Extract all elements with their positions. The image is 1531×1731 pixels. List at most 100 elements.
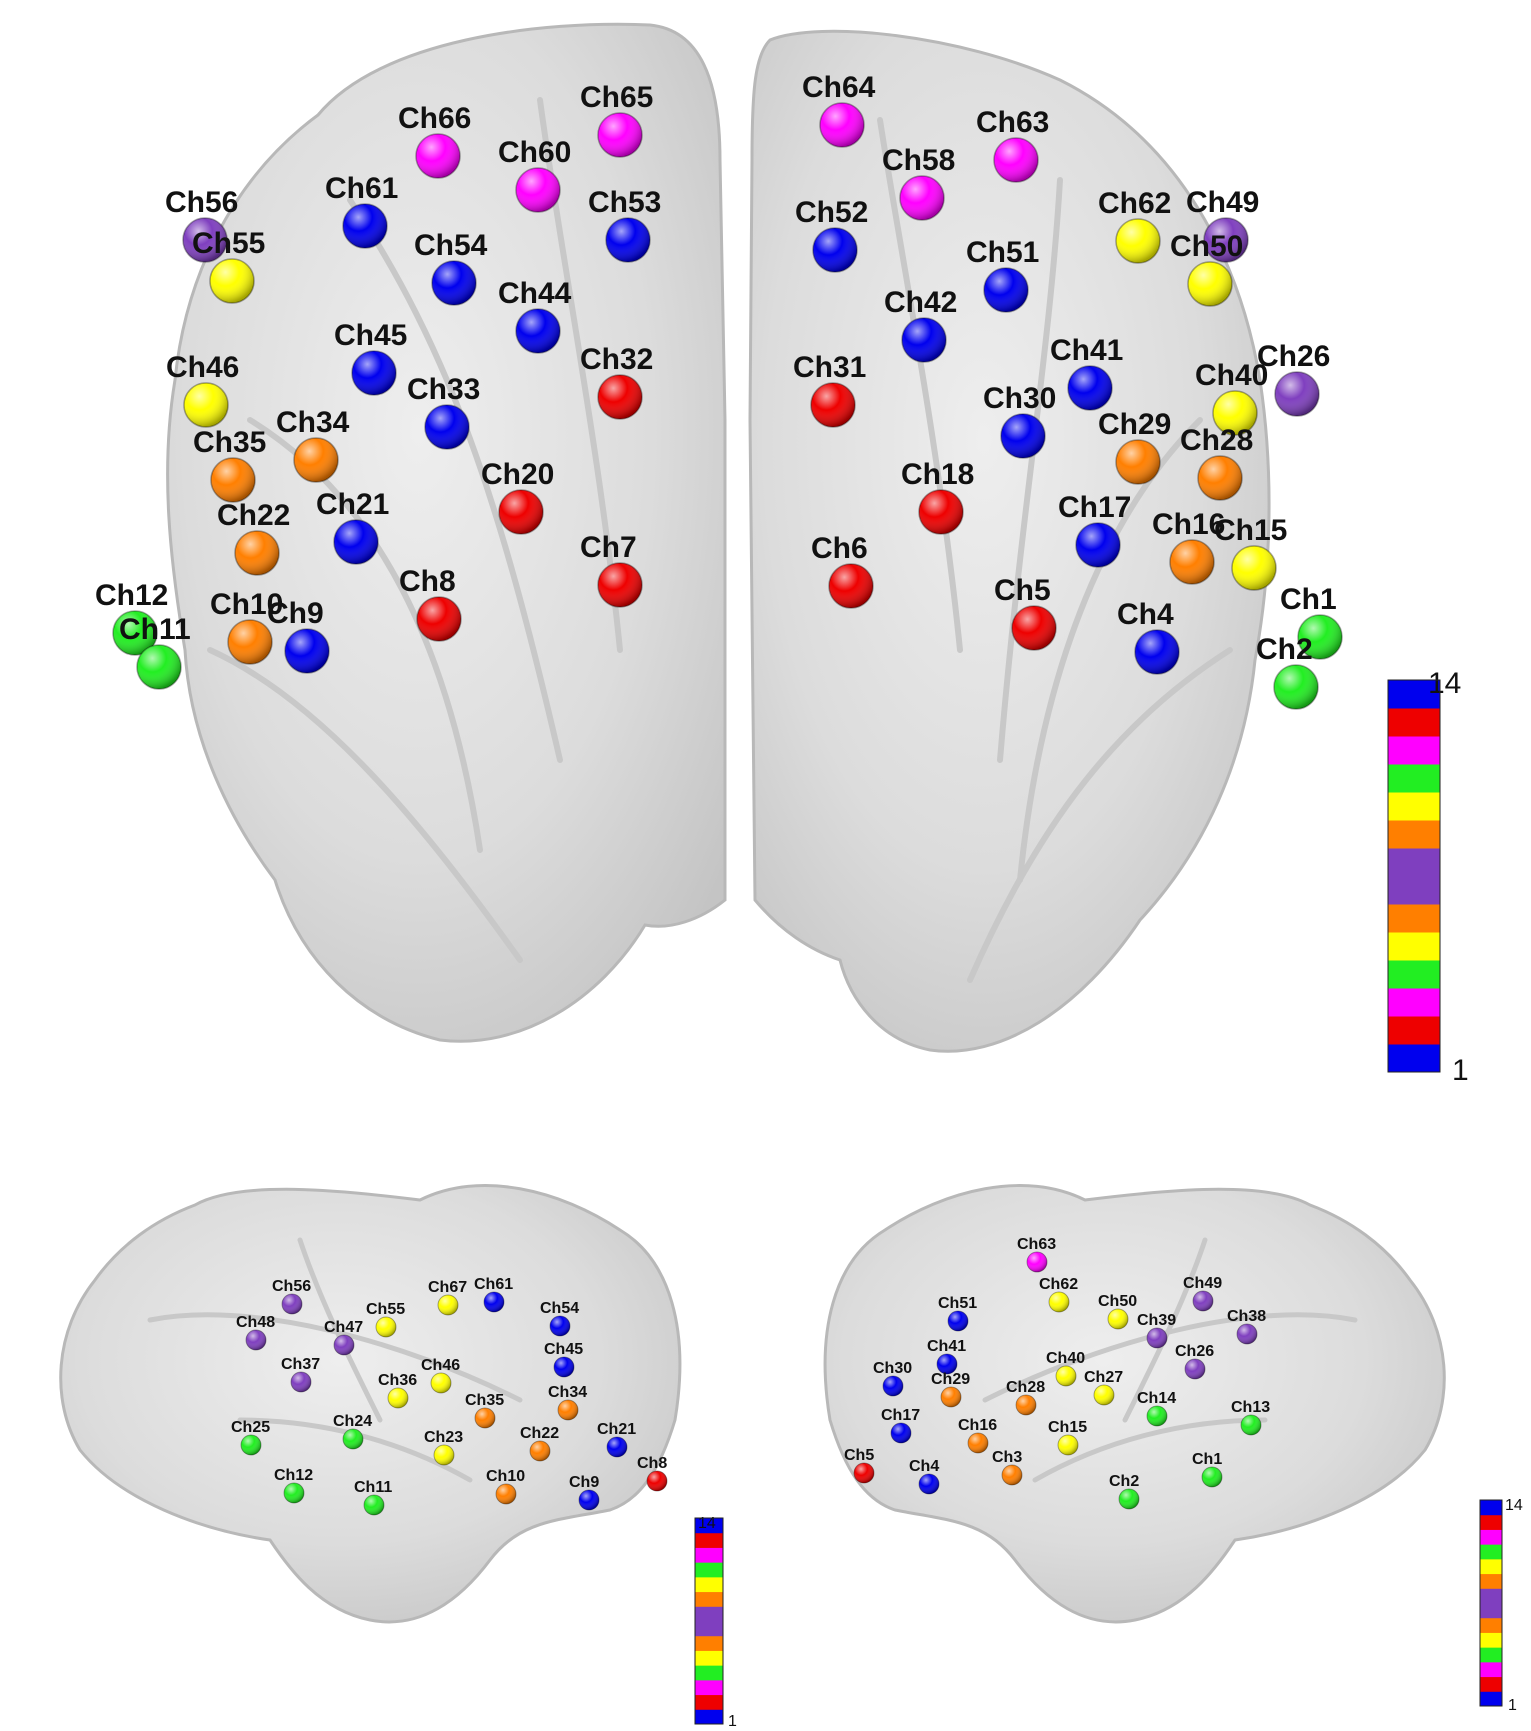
colorbar-large-segment (1388, 876, 1440, 905)
channel-sphere-shade (558, 1400, 578, 1420)
channel-sphere-shade (291, 1372, 311, 1392)
channel-ch4: Ch4 (1117, 598, 1180, 675)
colorbar-small-right-segment (1480, 1647, 1502, 1663)
colorbar-small-right-segment (1480, 1603, 1502, 1619)
channel-ch52: Ch52 (795, 196, 868, 273)
channel-sphere-shade (516, 168, 560, 212)
colorbar-small-left-segment (695, 1518, 723, 1534)
channel-sphere-shade (113, 611, 157, 655)
channel-label: Ch1 (1280, 583, 1337, 616)
channel-sphere-shade (211, 458, 255, 502)
channel-sphere-shade (432, 261, 476, 305)
channel-sphere-shade (1185, 1359, 1205, 1379)
side-view-left-hemisphere (59, 1184, 682, 1624)
channel-label: Ch47 (324, 1319, 363, 1336)
channel-ch9: Ch9 (267, 597, 330, 674)
channel-ch18: Ch18 (901, 458, 974, 535)
channel-sphere-shade (1068, 366, 1112, 410)
channel-sphere-shade (425, 405, 469, 449)
colorbar-small-left-segment (695, 1547, 723, 1563)
channel-ch31: Ch31 (793, 351, 866, 428)
channel-label: Ch13 (1231, 1399, 1270, 1416)
channel-sphere-shade (1016, 1395, 1036, 1415)
channel-ch10: Ch10 (486, 1468, 525, 1505)
channel-label: Ch41 (1050, 334, 1123, 367)
channel-sphere-shade (137, 645, 181, 689)
channel-ch24: Ch24 (333, 1413, 372, 1450)
channel-ch10: Ch10 (210, 588, 283, 665)
channel-sphere-shade (606, 218, 650, 262)
channel-label: Ch30 (873, 1360, 912, 1377)
channel-sphere-shade (883, 1376, 903, 1396)
colorbar-small-right-segment (1480, 1617, 1502, 1633)
channel-label: Ch17 (1058, 491, 1131, 524)
channel-label: Ch41 (927, 1338, 966, 1355)
channel-label: Ch63 (976, 106, 1049, 139)
channel-label: Ch56 (272, 1278, 311, 1295)
channel-sphere-shade (1049, 1292, 1069, 1312)
colorbar-large-tick-top: 14 (1428, 667, 1461, 700)
channel-label: Ch29 (931, 1371, 970, 1388)
channel-ch63: Ch63 (1017, 1236, 1056, 1273)
colorbar-large-segment (1388, 848, 1440, 877)
channel-sphere-shade (941, 1387, 961, 1407)
channel-sphere-shade (1193, 1291, 1213, 1311)
channel-label: Ch34 (276, 406, 350, 439)
channel-ch54: Ch54 (414, 229, 488, 306)
channel-ch46: Ch46 (421, 1357, 460, 1394)
channel-ch64: Ch64 (802, 71, 876, 148)
channel-sphere-shade (1275, 372, 1319, 416)
channel-label: Ch14 (1137, 1390, 1176, 1407)
colorbar-large: 14 1 (1387, 667, 1469, 1087)
channel-sphere-shade (1213, 391, 1257, 435)
channel-label: Ch16 (1152, 508, 1225, 541)
channel-sphere-shade (1241, 1415, 1261, 1435)
channel-sphere-shade (1188, 262, 1232, 306)
channel-label: Ch48 (236, 1314, 275, 1331)
channel-sphere-shade (343, 204, 387, 248)
channel-sphere-shade (484, 1292, 504, 1312)
channel-sphere-shade (607, 1437, 627, 1457)
channel-label: Ch20 (481, 458, 554, 491)
channel-label: Ch22 (217, 499, 290, 532)
channel-sphere-shade (598, 375, 642, 419)
channel-ch51: Ch51 (938, 1295, 977, 1332)
channel-label: Ch44 (498, 277, 572, 310)
channel-ch7: Ch7 (580, 531, 643, 608)
channel-ch12: Ch12 (95, 579, 168, 656)
colorbar-large-segment (1388, 988, 1440, 1017)
channel-label: Ch38 (1227, 1308, 1266, 1325)
channel-label: Ch58 (882, 144, 955, 177)
colorbar-small-right-segment (1480, 1691, 1502, 1707)
channel-sphere-shade (235, 531, 279, 575)
colorbar-large-frame (1387, 679, 1441, 1073)
channel-ch62: Ch62 (1098, 187, 1171, 264)
channel-ch26: Ch26 (1175, 1343, 1214, 1380)
channel-ch63: Ch63 (976, 106, 1049, 183)
channel-sphere-shade (968, 1433, 988, 1453)
channel-sphere-shade (579, 1490, 599, 1510)
channel-sphere-shade (948, 1311, 968, 1331)
channel-label: Ch37 (281, 1356, 320, 1373)
channel-sphere-shade (343, 1429, 363, 1449)
channel-sphere-shade (376, 1317, 396, 1337)
channel-ch6: Ch6 (811, 532, 874, 609)
channel-sphere-shade (820, 103, 864, 147)
channel-label: Ch35 (193, 426, 266, 459)
channel-label: Ch61 (325, 172, 398, 205)
channel-ch17: Ch17 (881, 1407, 920, 1444)
channel-label: Ch1 (1192, 1451, 1222, 1468)
channel-sphere-shade (550, 1316, 570, 1336)
channel-label: Ch26 (1175, 1343, 1214, 1360)
channel-label: Ch50 (1170, 230, 1243, 263)
colorbar-small-right-segment (1480, 1676, 1502, 1692)
channel-sphere-shade (416, 134, 460, 178)
channel-sphere-shade (1058, 1435, 1078, 1455)
channel-ch26: Ch26 (1257, 340, 1330, 417)
colorbar-large-segment (1388, 792, 1440, 821)
channel-sphere-shade (1056, 1366, 1076, 1386)
channel-sphere-shade (1002, 1465, 1022, 1485)
channel-ch47: Ch47 (324, 1319, 363, 1356)
channel-sphere-shade (813, 228, 857, 272)
channel-label: Ch54 (414, 229, 488, 262)
